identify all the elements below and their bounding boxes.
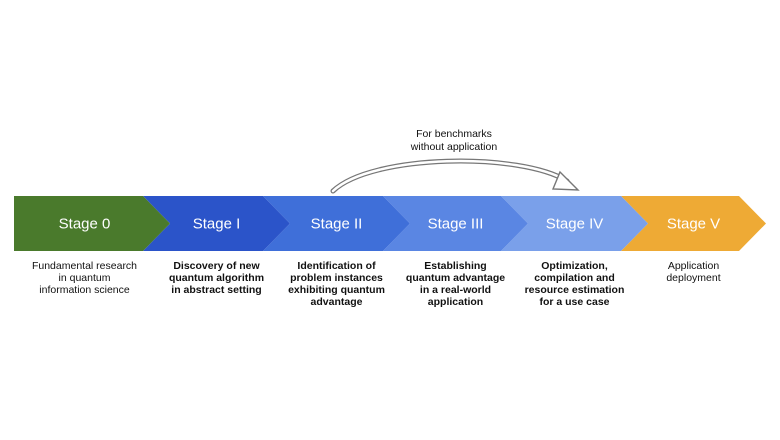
stage-labels: Stage 0 Stage I Stage II Stage III Stage IV S…: [59, 216, 721, 233]
stage-chevron: [143, 196, 290, 251]
stage-chevron: [621, 196, 766, 251]
stage-label: Stage III: [428, 216, 484, 233]
stage-chevron: [14, 196, 170, 251]
stage-label: Stage IV: [546, 216, 604, 233]
stage-chevron: [383, 196, 528, 251]
stage-description: Optimization, compilation and resource e…: [524, 260, 625, 308]
benchmark-arrowhead: [551, 170, 580, 191]
stage-chevron: [501, 196, 648, 251]
benchmark-note: For benchmarks without application: [410, 128, 498, 153]
stage-chevrons: [14, 196, 766, 251]
stage-label: Stage V: [667, 216, 720, 233]
stage-description: Identification of problem instances exhi…: [288, 260, 385, 308]
stage-label: Stage II: [311, 216, 363, 233]
benchmark-curved-arrow-inner: [331, 159, 569, 193]
stage-description: Fundamental research in quantum informat…: [31, 260, 138, 296]
stage-label: Stage I: [193, 216, 241, 233]
stage-description: Establishing quantum advantage in a real…: [405, 260, 506, 308]
stage-chevron: [263, 196, 410, 251]
stage-description: Application deployment: [666, 260, 721, 284]
benchmark-curved-arrow: [330, 158, 570, 194]
stage-description: Discovery of new quantum algorithm in ab…: [168, 260, 265, 296]
stage-label: Stage 0: [59, 216, 111, 233]
